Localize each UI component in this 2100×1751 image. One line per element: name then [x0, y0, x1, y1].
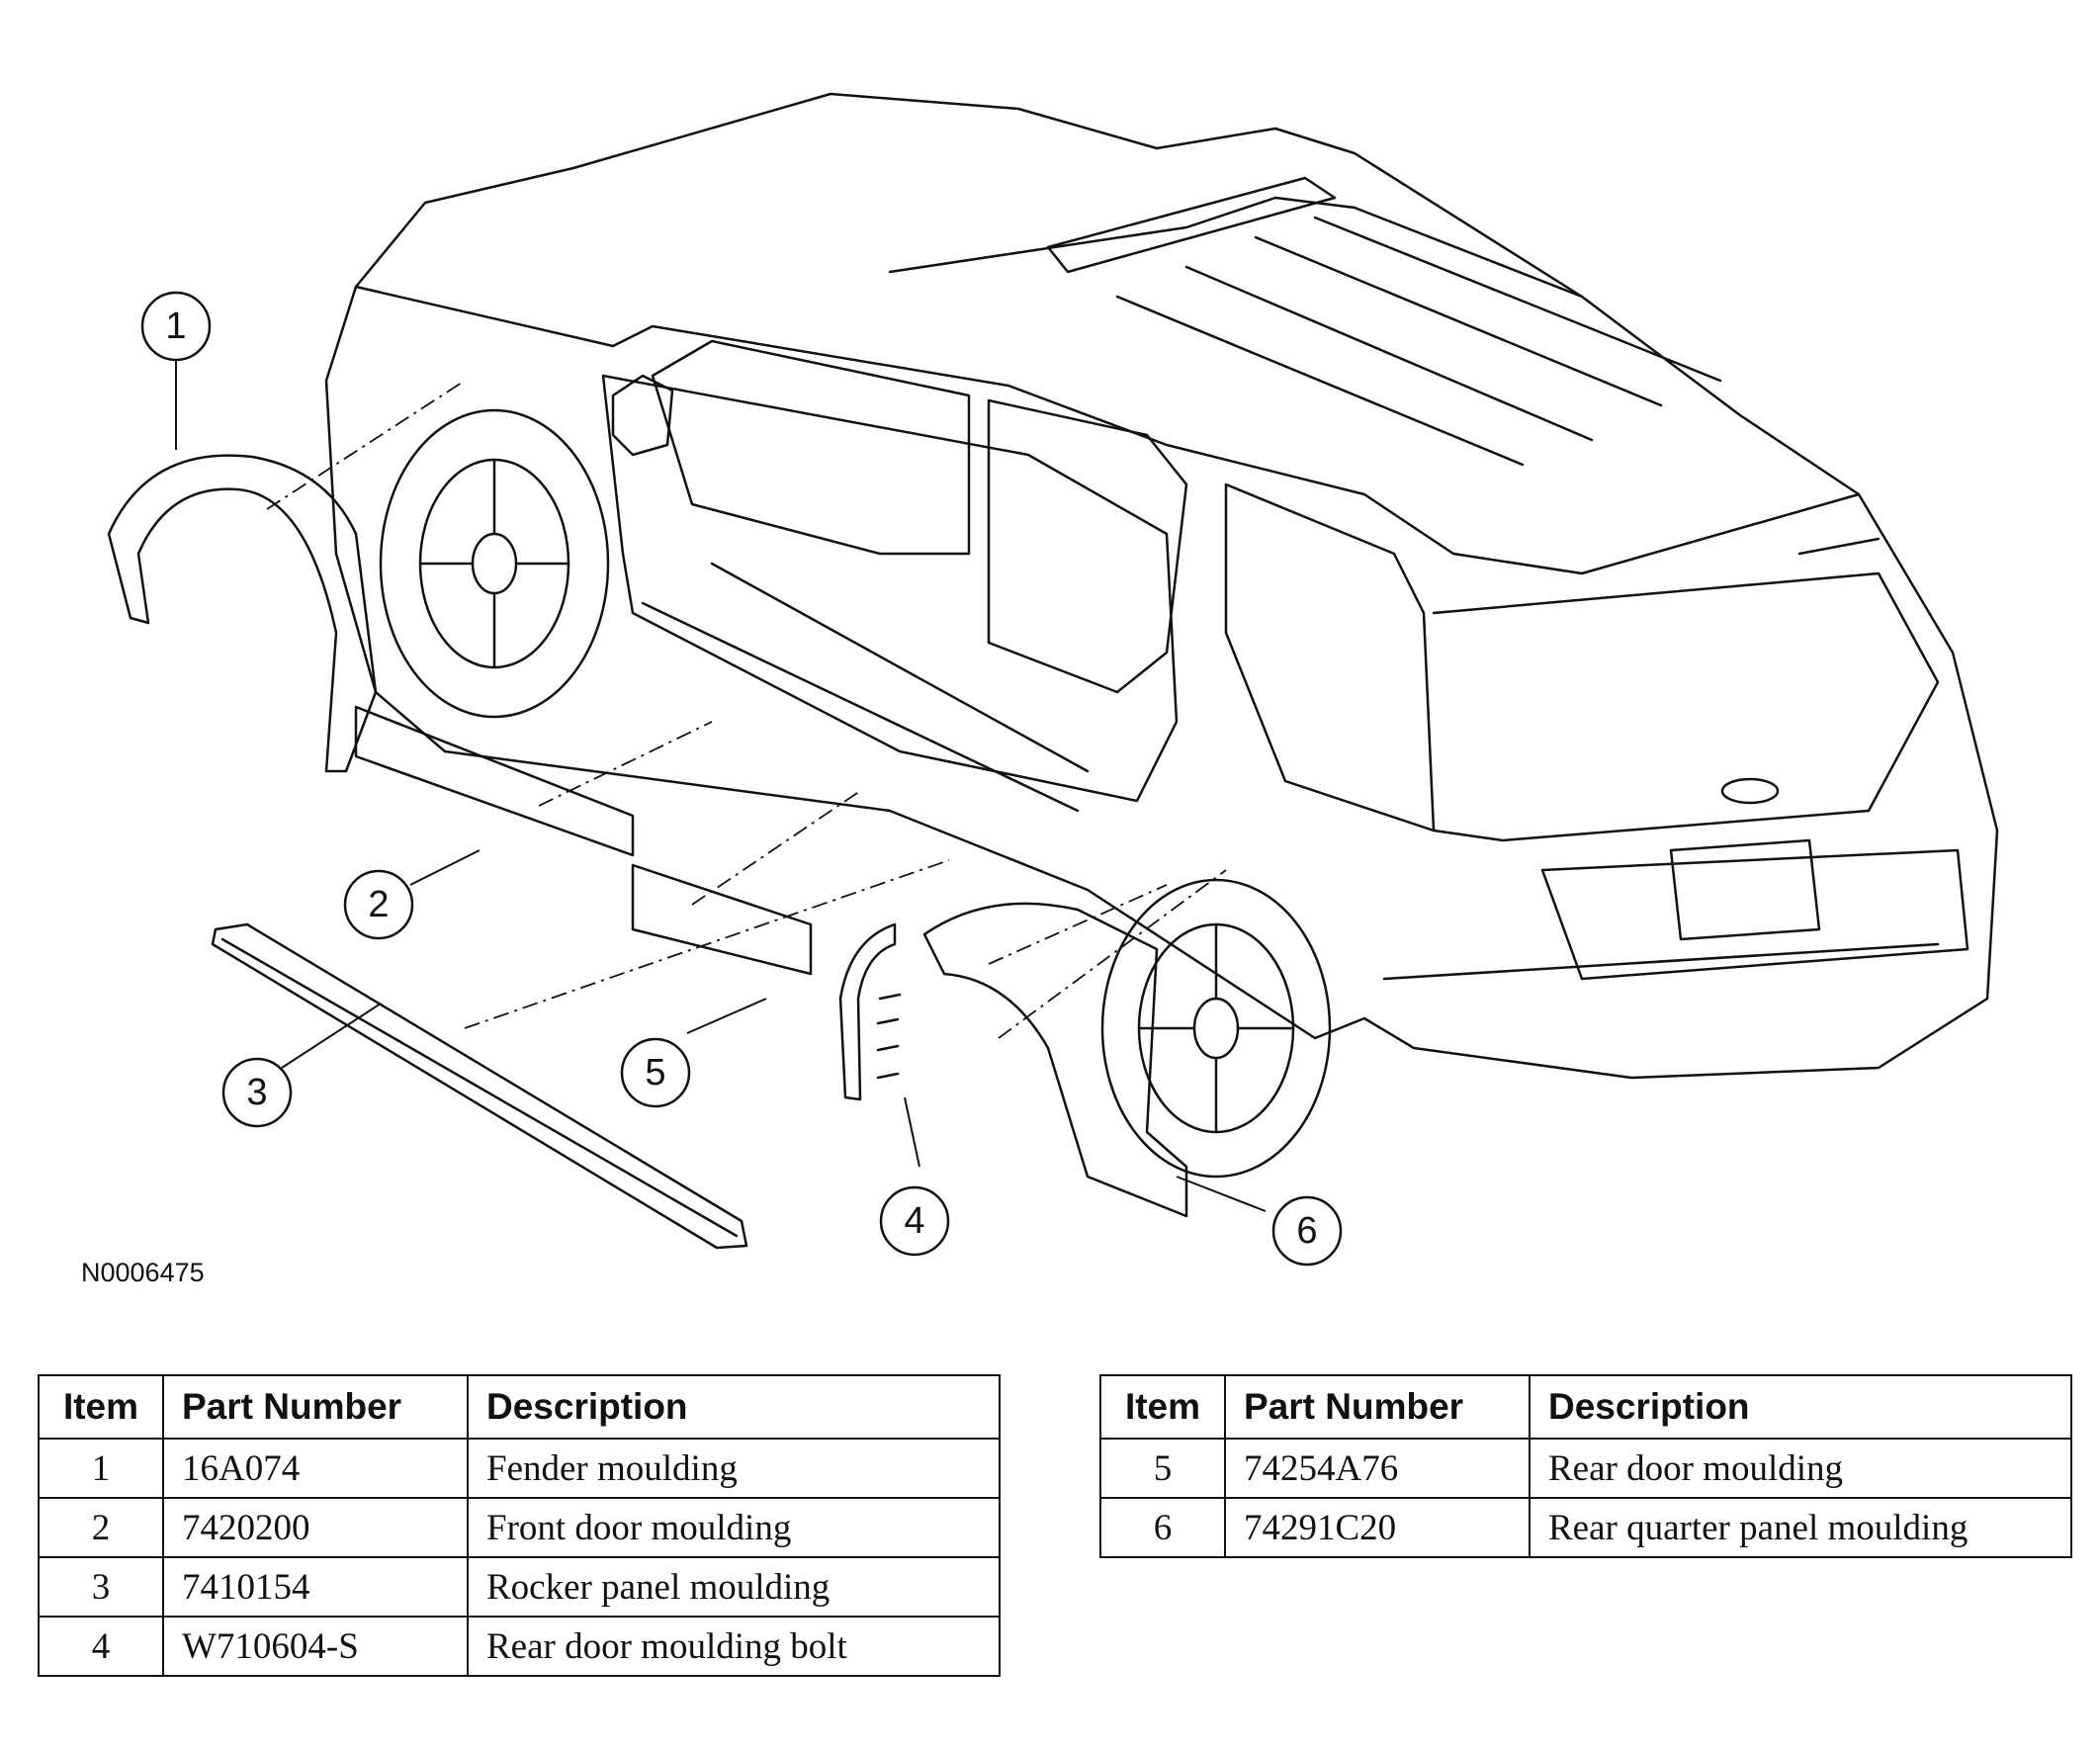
cell-description: Rear door moulding bolt — [467, 1616, 1001, 1677]
table-header-row: Item Part Number Description — [38, 1374, 1001, 1440]
callout-5-label: 5 — [645, 1052, 665, 1094]
callout-4-label: 4 — [904, 1200, 924, 1242]
cell-part-number: 7420200 — [162, 1497, 469, 1558]
table-row: 6 74291C20 Rear quarter panel moulding — [1099, 1497, 2072, 1558]
cell-description: Rear door moulding — [1529, 1438, 2072, 1499]
rear-wheel — [1100, 878, 1332, 1179]
header-description: Description — [1529, 1374, 2072, 1440]
table-header-row: Item Part Number Description — [1099, 1374, 2072, 1440]
cell-item: 4 — [38, 1616, 164, 1677]
rear-door-moulding — [838, 922, 897, 1101]
vehicle-body — [324, 92, 1999, 1080]
header-item: Item — [38, 1374, 164, 1440]
cell-part-number: W710604-S — [162, 1616, 469, 1677]
cell-item: 1 — [38, 1438, 164, 1499]
fender-moulding — [107, 454, 378, 773]
callout-2-label: 2 — [368, 884, 389, 925]
front-door-moulding-rear — [631, 863, 813, 976]
cell-item: 3 — [38, 1556, 164, 1618]
table-row: 3 7410154 Rocker panel moulding — [38, 1556, 1001, 1618]
cell-item: 2 — [38, 1497, 164, 1558]
cell-item: 6 — [1099, 1497, 1226, 1558]
front-wheel — [379, 408, 610, 719]
front-door-moulding — [354, 705, 635, 857]
cell-part-number: 7410154 — [162, 1556, 469, 1618]
cell-part-number: 16A074 — [162, 1438, 469, 1499]
callout-2 — [343, 869, 414, 940]
header-description: Description — [467, 1374, 1001, 1440]
callout-1 — [140, 291, 212, 362]
callout-1-label: 1 — [165, 306, 186, 347]
cell-description: Rear quarter panel moulding — [1529, 1497, 2072, 1558]
parts-table-right: Item Part Number Description 5 74254A76 … — [1099, 1374, 2072, 1558]
rocker-panel-moulding — [211, 922, 748, 1250]
cell-description: Rocker panel moulding — [467, 1556, 1001, 1618]
callout-3-label: 3 — [246, 1072, 267, 1113]
cell-description: Front door moulding — [467, 1497, 1001, 1558]
callout-5 — [620, 1037, 691, 1108]
header-part-number: Part Number — [1224, 1374, 1531, 1440]
table-row: 4 W710604-S Rear door moulding bolt — [38, 1616, 1001, 1677]
callout-6 — [1271, 1195, 1343, 1267]
cell-description: Fender moulding — [467, 1438, 1001, 1499]
header-item: Item — [1099, 1374, 1226, 1440]
bolt-group — [876, 993, 902, 1080]
parts-table-left: Item Part Number Description 1 16A074 Fe… — [38, 1374, 1001, 1677]
cell-part-number: 74291C20 — [1224, 1497, 1531, 1558]
rear-quarter-moulding — [922, 902, 1188, 1218]
cell-item: 5 — [1099, 1438, 1226, 1499]
table-row: 5 74254A76 Rear door moulding — [1099, 1438, 2072, 1499]
figure-id-label: N0006475 — [81, 1258, 205, 1287]
table-row: 2 7420200 Front door moulding — [38, 1497, 1001, 1558]
cell-part-number: 74254A76 — [1224, 1438, 1531, 1499]
header-part-number: Part Number — [162, 1374, 469, 1440]
vehicle-exploded-view: 1 2 3 4 5 6 — [107, 92, 1999, 1267]
callout-4 — [879, 1185, 950, 1257]
callout-3 — [221, 1057, 293, 1128]
callout-6-label: 6 — [1296, 1210, 1317, 1252]
table-row: 1 16A074 Fender moulding — [38, 1438, 1001, 1499]
